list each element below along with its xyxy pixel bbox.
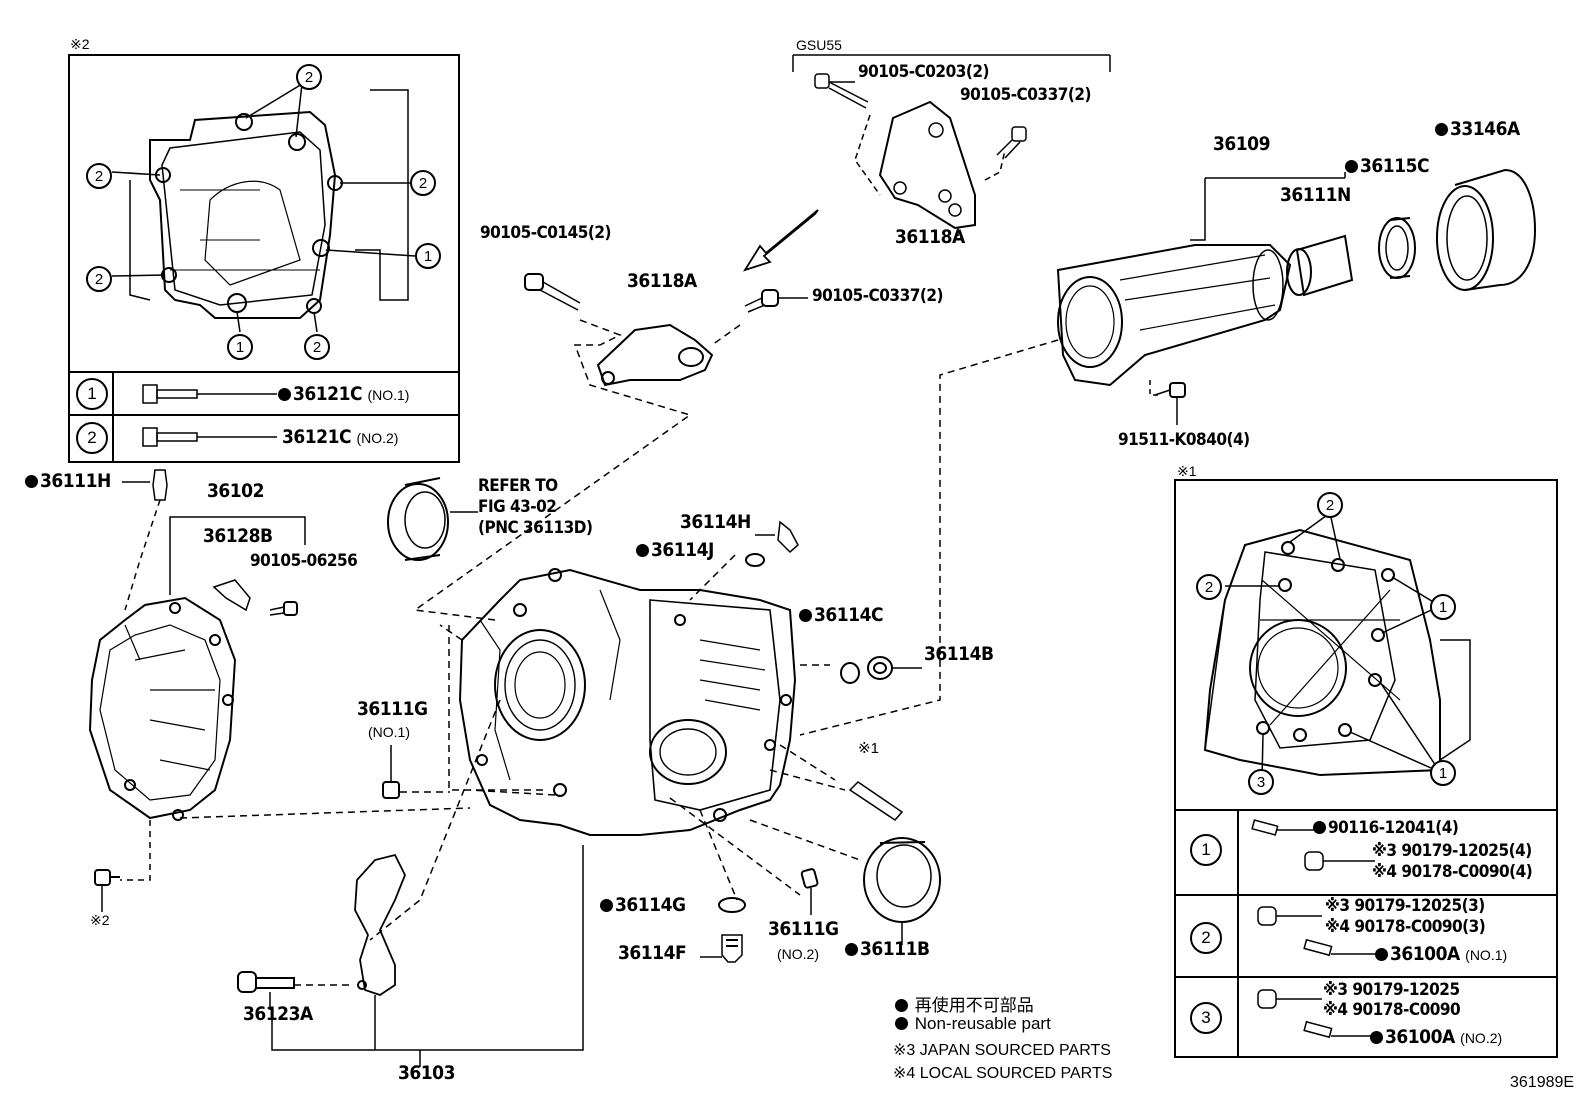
part-label: 33146A [1435,120,1520,139]
non-reusable-dot-icon [1370,1031,1383,1044]
table-row-num: 1 [1190,834,1222,866]
part-label: 36114C [799,606,884,625]
part-qualifier: (NO.1) [368,724,410,740]
marker-1: ※1 [858,740,879,757]
part-label: 90105-C0337(2) [812,286,943,306]
part-label: 36111N [1280,184,1351,206]
non-reusable-dot-icon [895,999,908,1012]
part-label: ※4 90178-C0090 [1323,1000,1461,1020]
legend-local-sourced: ※4 LOCAL SOURCED PARTS [893,1065,1113,1082]
part-label: 36111B [845,940,930,959]
gsu55-label: GSU55 [796,37,842,53]
callout-2: 2 [304,334,330,360]
refer-note-line: REFER TO [478,476,558,496]
non-reusable-dot-icon [600,899,613,912]
non-reusable-dot-icon [636,544,649,557]
legend-en: Non-reusable part [895,1014,1051,1034]
callout-2: 2 [1196,574,1222,600]
callout-2: 2 [296,64,322,90]
non-reusable-dot-icon [1435,123,1448,136]
part-label: 36111G [357,698,428,720]
part-label: 36103 [398,1062,455,1084]
inset-2-marker: ※2 [70,36,90,52]
part-label: ※4 90178-C0090(3) [1325,917,1486,937]
part-label: 91511-K0840(4) [1118,430,1250,450]
callout-1: 1 [1430,760,1456,786]
cover-36102 [88,469,471,912]
housing-36109-group [799,168,1537,736]
part-label: 36123A [243,1003,313,1025]
part-label: 36114H [680,511,751,533]
inset-box-2 [68,54,460,463]
callout-2: 2 [86,163,112,189]
non-reusable-dot-icon [895,1017,908,1030]
part-label: ※4 90178-C0090(4) [1372,862,1533,882]
main-transfer-case [237,477,941,1067]
part-label: ※3 90179-12025(4) [1372,841,1532,861]
non-reusable-dot-icon [25,475,38,488]
part-label: 36114J [636,541,714,560]
part-label: 36111G [768,918,839,940]
callout-3: 3 [1248,769,1274,795]
part-label: 36118A [627,270,697,292]
part-label: 36128B [203,525,273,547]
part-label: 90105-C0145(2) [480,223,611,243]
non-reusable-dot-icon [1313,821,1326,834]
part-label: ※3 90179-12025(3) [1325,896,1485,916]
part-label: 36114G [600,896,686,915]
legend-japan-sourced: ※3 JAPAN SOURCED PARTS [893,1042,1111,1059]
part-label: 36100A (NO.1) [1375,945,1507,964]
part-label: 36102 [207,480,264,502]
table-row-num: 1 [76,378,108,410]
callout-2: 2 [86,266,112,292]
part-label: 36109 [1213,133,1270,155]
part-qualifier: (NO.2) [777,946,819,962]
part-label: 36111H [25,472,111,491]
part-label-36121c-no1: 36121C (NO.1) [278,385,409,404]
callout-2: 2 [1317,492,1343,518]
gsu55-bracket [742,54,1111,272]
non-reusable-dot-icon [1375,948,1388,961]
refer-note-line: (PNC 36113D) [478,518,593,538]
part-label: 36114B [924,643,994,665]
part-label: 36118A [895,226,965,248]
part-label-36121c-no2: 36121C (NO.2) [282,426,399,448]
non-reusable-dot-icon [845,943,858,956]
non-reusable-dot-icon [799,609,812,622]
refer-note-line: FIG 43-02 [478,497,557,517]
diagram-ref-code: 361989E [1510,1074,1575,1091]
bracket-36118a [412,273,808,621]
part-label: 90105-C0337(2) [960,85,1091,105]
part-label: 36115C [1345,157,1430,176]
callout-1: 1 [1430,594,1456,620]
part-label: 36100A (NO.2) [1370,1028,1502,1047]
table-row-num: 3 [1190,1002,1222,1034]
marker-2: ※2 [90,912,110,928]
part-label: 90105-06256 [250,551,358,571]
part-label: 90116-12041(4) [1313,820,1459,837]
callout-1: 1 [227,334,253,360]
inset-box-1 [1174,479,1558,1058]
part-label: ※3 90179-12025 [1323,980,1460,1000]
part-label: 36114F [618,942,687,964]
table-row-num: 2 [76,422,108,454]
legend-jp: 再使用不可部品 [895,991,1034,1016]
callout-2: 2 [410,170,436,196]
table-row-num: 2 [1190,922,1222,954]
inset-1-marker: ※1 [1177,463,1197,479]
part-label: 90105-C0203(2) [858,62,989,82]
non-reusable-dot-icon [1345,160,1358,173]
callout-1: 1 [415,243,441,269]
non-reusable-dot-icon [278,388,291,401]
